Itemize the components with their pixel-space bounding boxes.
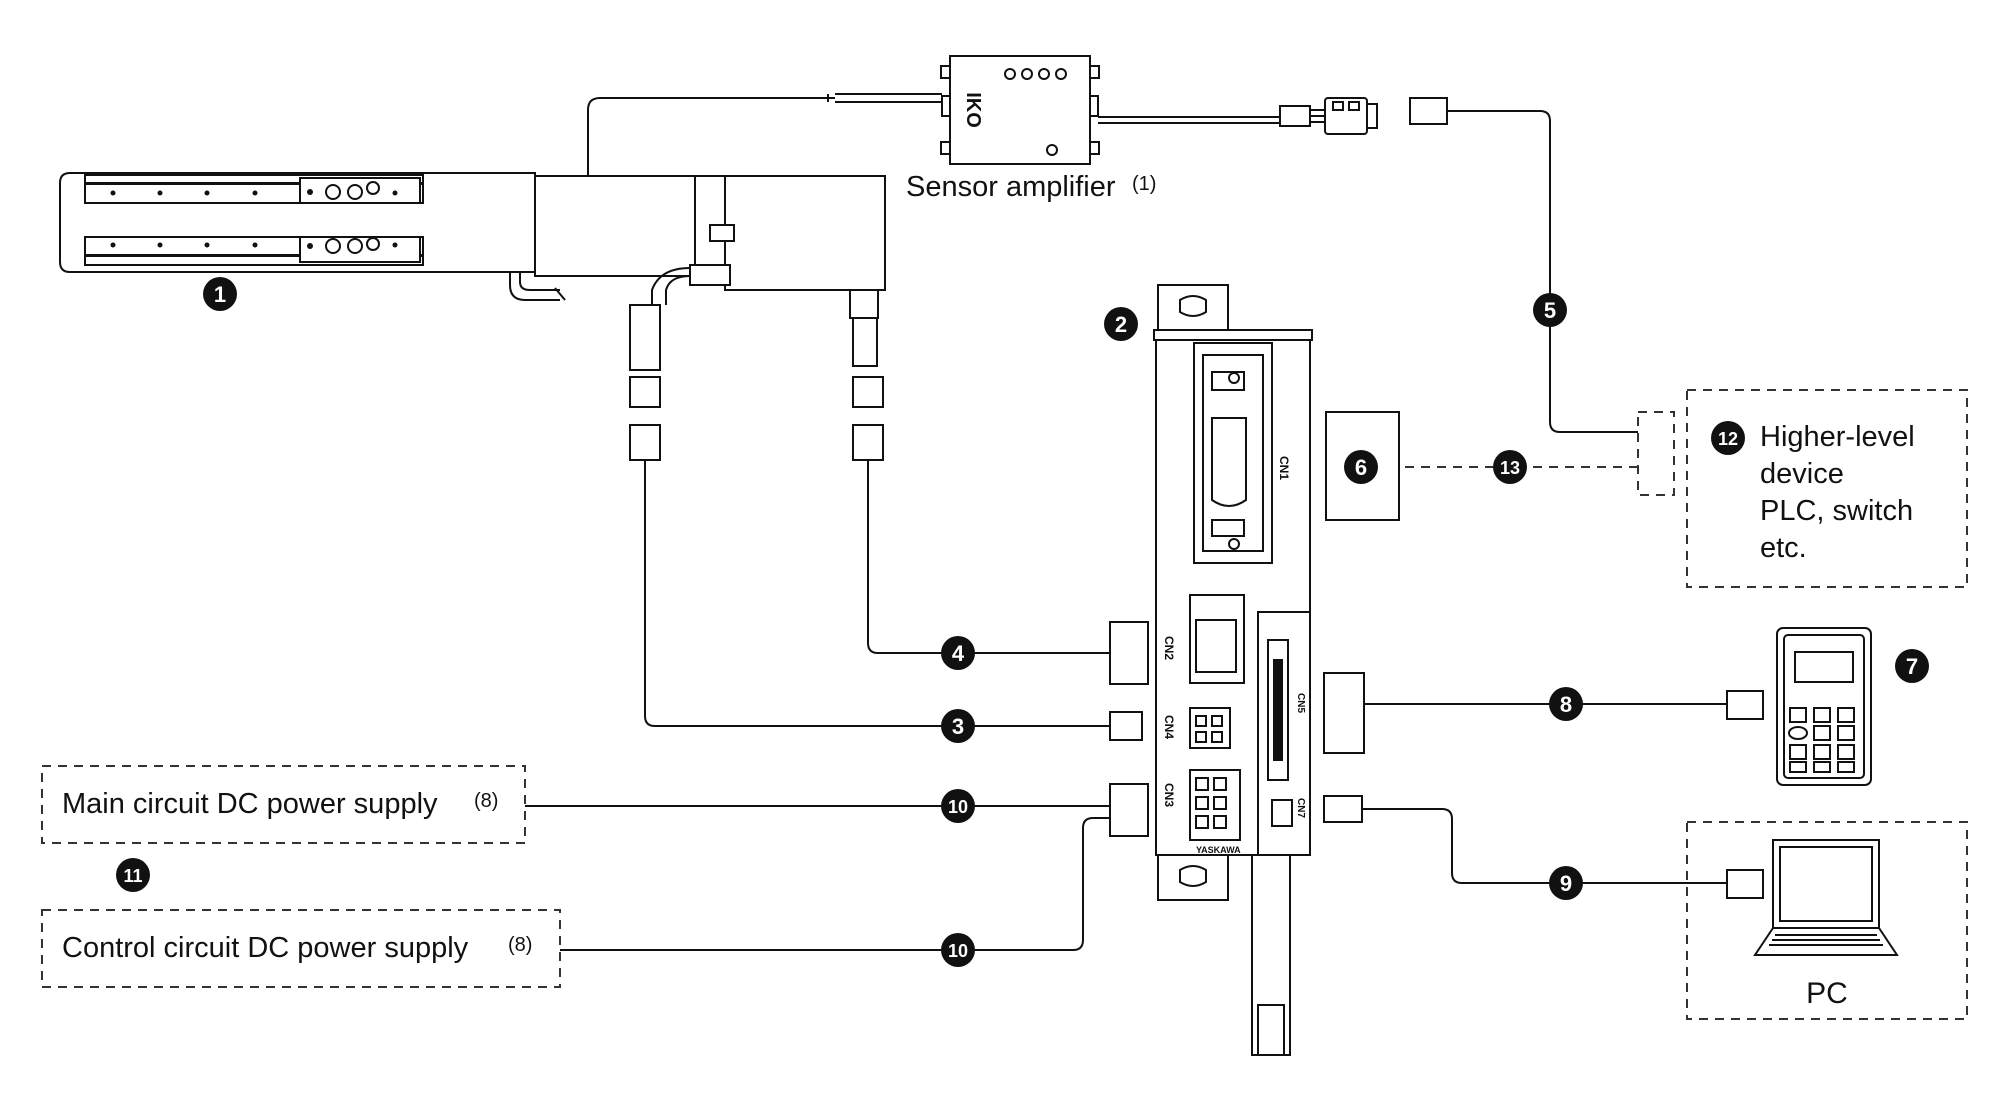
pc-cable [1323,795,1764,899]
higher-level-line4: etc. [1760,532,1807,564]
svg-text:2: 2 [1115,312,1127,337]
svg-text:5: 5 [1544,298,1556,323]
sensor-amplifier-note: (1) [1132,173,1156,195]
digital-operator [1776,627,1872,786]
svg-text:11: 11 [123,866,142,886]
badge-11: 11 [116,858,150,892]
operator-cable [1323,672,1764,754]
svg-text:7: 7 [1906,654,1918,679]
servo-amplifier [1153,284,1313,1056]
badge-12: 12 [1711,421,1745,455]
sensor-amplifier-label: Sensor amplifier [906,171,1116,203]
svg-text:1: 1 [214,282,226,307]
cn3-label: CN3 [1162,783,1176,807]
badge-13: 13 [1493,450,1527,484]
svg-text:9: 9 [1560,871,1572,896]
cn2-label: CN2 [1162,636,1176,660]
svg-text:6: 6 [1355,455,1367,480]
cn4-label: CN4 [1162,715,1176,739]
badge-3: 3 [941,709,975,743]
actuator-bolts [325,181,380,254]
amplifier-logo: IKO [962,92,984,128]
power-cables [525,783,1149,951]
main-power-note: (8) [474,790,498,812]
badge-1: 1 [203,277,237,311]
main-power-label: Main circuit DC power supply [62,788,438,820]
higher-level-device-box [1686,389,1968,588]
cn7-label: CN7 [1295,798,1306,818]
higher-level-line2: device [1760,458,1844,490]
cn1-label: CN1 [1277,456,1291,480]
cn5-label: CN5 [1295,693,1306,713]
higher-level-line1: Higher-level [1760,421,1915,453]
motor-encoder-cables [629,267,1149,741]
laptop-icon [1753,839,1899,956]
badge-9: 9 [1549,866,1583,900]
svg-text:13: 13 [1500,458,1520,478]
pc-label: PC [1806,977,1848,1010]
brand-mark: YASKAWA [1196,845,1241,855]
svg-text:3: 3 [952,714,964,739]
actuator-screws [110,189,398,249]
sensor-cable-out [1098,97,1448,135]
higher-level-line3: PLC, switch [1760,495,1913,527]
io-signal-dashed-line [1405,411,1675,496]
svg-text:4: 4 [952,641,965,666]
control-power-box [41,909,561,988]
sensor-signal-cable [1447,110,1638,433]
main-power-box [41,765,526,844]
badge-2: 2 [1104,307,1138,341]
sensor-amplifier [940,55,1100,165]
badge-6: 6 [1344,450,1378,484]
svg-text:8: 8 [1560,692,1572,717]
control-power-note: (8) [508,934,532,956]
badge-10-control: 10 [941,933,975,967]
svg-text:10: 10 [948,941,968,961]
linear-actuator [59,172,886,301]
control-power-label: Control circuit DC power supply [62,932,469,964]
badge-5: 5 [1533,293,1567,327]
badge-8: 8 [1549,687,1583,721]
badge-4: 4 [941,636,975,670]
svg-text:12: 12 [1718,429,1738,449]
pc-box [1686,821,1968,1020]
sensor-cable-in [587,93,942,176]
badge-10-main: 10 [941,789,975,823]
badge-7: 7 [1895,649,1929,683]
svg-text:10: 10 [948,797,968,817]
